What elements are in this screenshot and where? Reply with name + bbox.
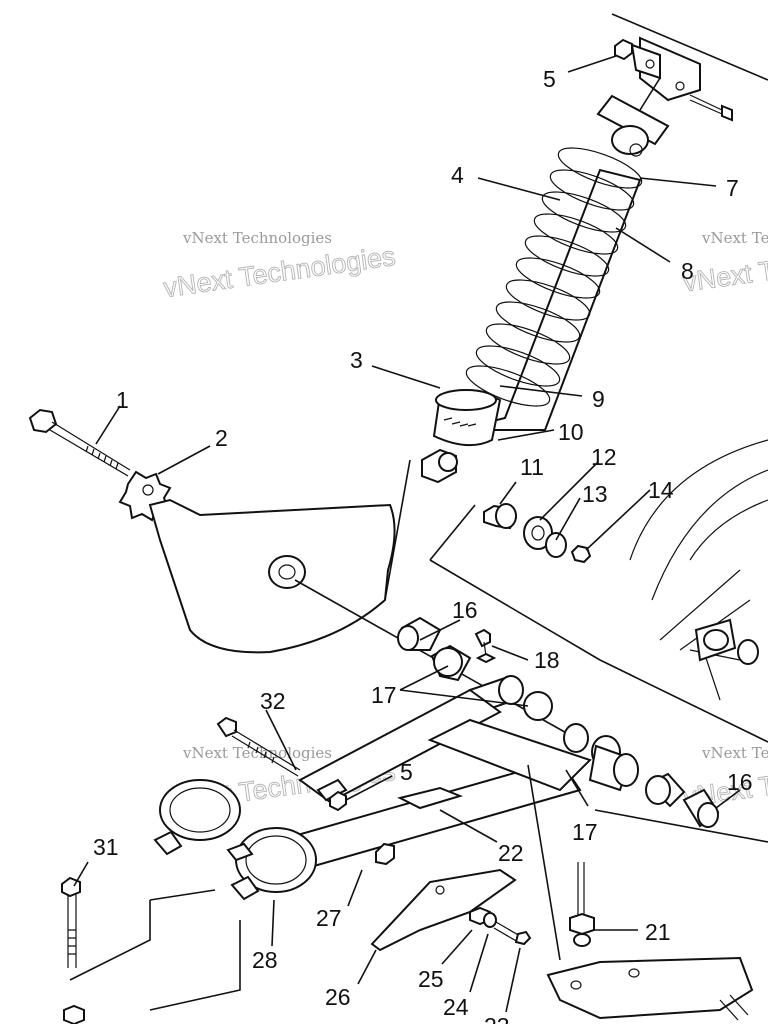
callout-13: 13 (582, 481, 608, 507)
callout-18: 18 (534, 647, 560, 673)
callout-23: 23 (484, 1013, 510, 1024)
callout-22: 22 (498, 840, 524, 866)
callout-10: 10 (558, 419, 584, 445)
nut-icon (614, 38, 633, 61)
callout-21: 21 (645, 919, 671, 945)
axle-clamps (153, 779, 317, 901)
callout-5: 5 (543, 66, 556, 92)
callout-14: 14 (648, 477, 674, 503)
watermark-small-text: vNext Technologies (182, 744, 332, 762)
watermark-left: vNext Technologies (161, 241, 398, 304)
washer-stack (483, 503, 592, 564)
bolt-32 (216, 716, 301, 777)
callout-9: 9 (592, 386, 605, 412)
callout-16: 16 (452, 597, 478, 623)
reference-lines (69, 889, 241, 1011)
callout-2: 2 (215, 425, 228, 451)
callout-26: 26 (325, 984, 351, 1010)
callout-12: 12 (591, 444, 617, 470)
callout-27: 27 (316, 905, 342, 931)
callout-3: 3 (350, 347, 363, 373)
watermark-small-text: vNext Technologies (701, 229, 768, 247)
callout-16: 16 (727, 769, 753, 795)
callout-11: 11 (520, 454, 544, 480)
callout-24: 24 (443, 994, 469, 1020)
spring-coils (465, 147, 643, 407)
drive-wheel (629, 439, 768, 701)
bushing-16-lower (645, 772, 720, 828)
callout-4: 4 (451, 162, 464, 188)
callout-7: 7 (726, 175, 739, 201)
upper-mount-bracket (596, 13, 768, 146)
callout-32: 32 (260, 688, 286, 714)
watermark-small-text: vNext Technologies (182, 229, 332, 247)
bolt-21 (569, 862, 595, 947)
bolt-31 (61, 876, 85, 1024)
callout-28: 28 (252, 947, 278, 973)
grease-fitting-18 (474, 628, 497, 664)
callout-5: 5 (400, 759, 413, 785)
callout-25: 25 (418, 966, 444, 992)
callout-17: 17 (572, 819, 598, 845)
bolt-1 (28, 408, 131, 477)
callout-31: 31 (93, 834, 119, 860)
small-hardware-23-25 (469, 906, 532, 946)
leader-lines (73, 55, 741, 1013)
swing-arm (278, 675, 639, 872)
bushing-17-upper (430, 644, 472, 682)
callout-17: 17 (371, 682, 397, 708)
bolt-head-icon (721, 104, 733, 122)
watermark-big-text: vNext Technologies (162, 241, 398, 303)
callout-8: 8 (681, 258, 694, 284)
lower-bracket (546, 956, 754, 1021)
shock-absorber (421, 125, 649, 484)
bracket-26 (370, 868, 517, 952)
callout-1: 1 (116, 387, 129, 413)
side-plate (148, 459, 411, 654)
watermark-small-text: vNext Technologies (701, 744, 768, 762)
callout-labels: 5 4 7 8 3 9 10 1 2 11 12 13 14 16 18 17 … (93, 66, 753, 1024)
bushing-16-upper (397, 616, 442, 651)
